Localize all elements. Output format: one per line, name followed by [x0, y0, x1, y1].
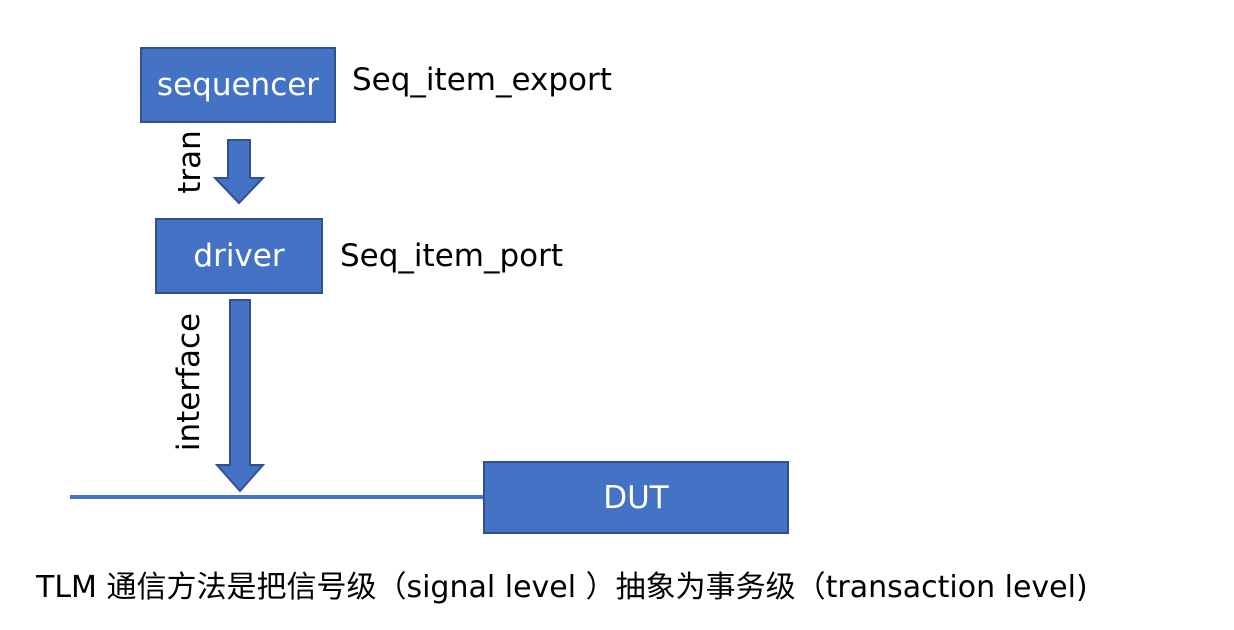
diagram-caption: TLM 通信方法是把信号级（signal level ）抽象为事务级（trans…: [36, 570, 1088, 605]
driver-label: driver: [193, 238, 285, 274]
sequencer-label: sequencer: [156, 67, 320, 103]
dut-label: DUT: [603, 479, 669, 516]
sequencer-box: sequencer: [140, 47, 336, 123]
driver-box: driver: [155, 218, 323, 294]
tran-arrow: [212, 139, 266, 205]
dut-box: DUT: [483, 461, 789, 534]
seq-item-port-label: Seq_item_port: [340, 238, 564, 274]
tran-label: tran: [172, 130, 208, 194]
seq-item-export-label: Seq_item_export: [352, 62, 612, 98]
interface-arrow: [214, 299, 266, 493]
interface-label: interface: [171, 312, 207, 452]
